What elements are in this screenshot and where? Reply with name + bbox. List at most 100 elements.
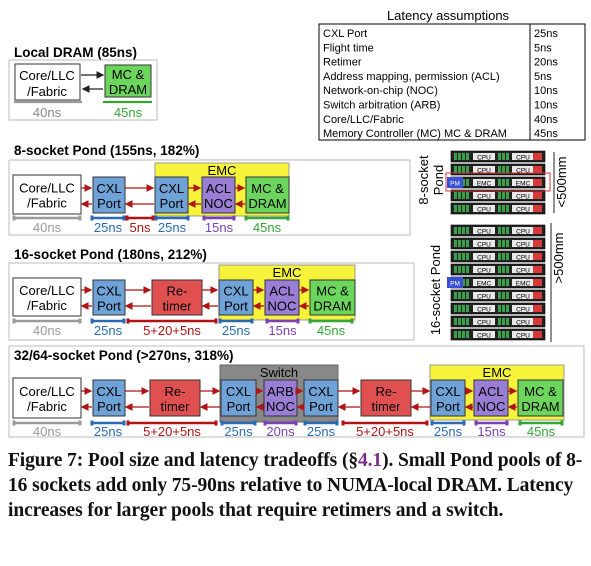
latency-label: 45ns — [317, 323, 346, 338]
sixteen-socket-board: 16-socket Pond CPU CPU CPU CPU CPU CPU CPU CPU E… — [428, 223, 566, 342]
board-cpu-label: CPU — [516, 294, 530, 301]
latency-label: 45ns — [527, 424, 556, 439]
board-cpu-label: CPU — [477, 333, 491, 340]
latency-row-name: Switch arbitration (ARB) — [323, 100, 440, 112]
board-emc-label: EMC — [516, 281, 531, 288]
caption-label: Figure 7: — [8, 450, 84, 471]
latency-row-value: 5ns — [534, 71, 552, 83]
s32-switch-cxl-out — [303, 379, 339, 417]
s16-acl-noc-label-1: ACL — [269, 284, 294, 299]
latency-row-value: 45ns — [534, 128, 558, 140]
s32-switch-cxl-out-label-2: Port — [309, 399, 333, 414]
s16-cxl-port-label-1: CXL — [96, 284, 121, 299]
s32-switch-cxl-in-label-2: Port — [227, 399, 251, 414]
latency-label: 40ns — [33, 323, 62, 338]
latency-row-name: CXL Port — [323, 28, 367, 40]
board-cpu-label: CPU — [477, 320, 491, 327]
s16-emc-label: EMC — [273, 265, 302, 280]
board-pm-label: PM — [450, 181, 460, 188]
board-cpu-label: CPU — [516, 333, 530, 340]
eight-socket-section: 8-socket Pond (155ns, 182%) EMC Core/LLC… — [8, 143, 411, 236]
board-cpu-label: CPU — [516, 268, 530, 275]
latency-row-name: Retimer — [323, 57, 362, 69]
s8-acl-noc — [201, 176, 236, 214]
latency-label: 5ns — [130, 220, 151, 235]
core-label-1: Core/LLC — [19, 68, 75, 83]
s8-core-label-2: /Fabric — [27, 196, 67, 211]
board-pm-tag — [447, 277, 463, 288]
s32-emc-label: EMC — [483, 365, 512, 380]
board-cpu-label: CPU — [477, 307, 491, 314]
s8-title: 8-socket Pond (155ns, 182%) — [14, 143, 199, 158]
board-cpu-label: CPU — [516, 155, 530, 162]
latency-label: 25ns — [307, 424, 336, 439]
s16-emc-cxl-port-label-2: Port — [224, 299, 248, 314]
latency-label: 5+20+5ns — [356, 424, 414, 439]
board-cpu-label: CPU — [516, 207, 530, 214]
board-emc-label: EMC — [516, 181, 531, 188]
latency-label: 15ns — [205, 220, 234, 235]
s32-retimer-2-label-2: timer — [372, 399, 402, 414]
board-cpu-label: CPU — [516, 320, 530, 327]
s16-emc-cxl-port-label-1: CXL — [223, 284, 248, 299]
s16-emc-cxl-port — [218, 279, 254, 316]
s32-acl-noc-label-2: NOC — [477, 399, 506, 414]
s32-retimer-2 — [360, 379, 412, 417]
s32-emc-cxl-port-label-1: CXL — [435, 384, 460, 399]
s8-core-label-1: Core/LLC — [19, 181, 75, 196]
s16-dim-label: >500mm — [551, 233, 566, 284]
s16-cxl-port-label-2: Port — [97, 299, 121, 314]
latency-row-name: Address mapping, permission (ACL) — [323, 71, 500, 83]
s16-retimer-label-2: timer — [163, 299, 193, 314]
board-cpu-label: CPU — [477, 194, 491, 201]
s8-side-label-2: Pond — [431, 165, 446, 195]
latency-row-name: Flight time — [323, 42, 374, 54]
latency-row-name: Core/LLC/Fabric — [323, 114, 404, 126]
s32-arb-noc — [263, 379, 298, 417]
board-cpu-label: CPU — [477, 155, 491, 162]
latency-row-value: 5ns — [534, 42, 552, 54]
latency-row-value: 25ns — [534, 28, 558, 40]
latency-row-value: 20ns — [534, 57, 558, 69]
latency-label: 40ns — [33, 424, 62, 439]
caption-section-link[interactable]: 4.1 — [358, 450, 383, 471]
s16-mc-dram-label-1: MC & — [316, 284, 349, 299]
latency-label: 45ns — [253, 220, 282, 235]
s16-acl-noc-label-2: NOC — [268, 299, 297, 314]
s16-core-label-1: Core/LLC — [19, 283, 75, 298]
s32-switch-cxl-in-label-1: CXL — [226, 384, 251, 399]
board-pm-label: PM — [450, 281, 460, 288]
s32-retimer-1 — [149, 379, 201, 417]
s16-mc-dram-label-2: DRAM — [313, 299, 351, 314]
s32-acl-noc-label-1: ACL — [478, 384, 503, 399]
board-cpu-label: CPU — [477, 168, 491, 175]
s8-mc-dram-label-2: DRAM — [248, 196, 286, 211]
s16-core-label-2: /Fabric — [27, 298, 67, 313]
local-dram-section: Local DRAM (85ns) Core/LLC /Fabric MC & … — [8, 45, 158, 121]
s8-emc-label: EMC — [208, 163, 237, 178]
board-cpu-label: CPU — [477, 242, 491, 249]
core-label-2: /Fabric — [27, 84, 67, 99]
s32-arb-noc-label-2: NOC — [266, 399, 295, 414]
s8-dim-label: <500mm — [554, 157, 569, 208]
mc-dram-block — [104, 64, 152, 98]
board-cpu-label: CPU — [516, 255, 530, 262]
latency-row-name: Network-on-chip (NOC) — [323, 85, 438, 97]
latency-label: 25ns — [158, 220, 187, 235]
s32-title: 32/64-socket Pond (>270ns, 318%) — [14, 348, 233, 363]
s8-emc-cxl-port-label-1: CXL — [159, 181, 184, 196]
s32-cxl-port-label-1: CXL — [96, 384, 121, 399]
s32-cxl-port-label-2: Port — [97, 399, 121, 414]
latency-label: 15ns — [268, 323, 297, 338]
latency-label: 20ns — [266, 424, 295, 439]
mc-label-1: MC & — [112, 67, 145, 82]
s16-mc-dram — [309, 279, 356, 316]
s32-core-label-1: Core/LLC — [19, 384, 75, 399]
board-pm-tag — [447, 177, 463, 188]
s16-retimer-label-1: Re- — [167, 284, 188, 299]
caption-text-after: ). Small Pond pools of 8-16 sockets add … — [8, 450, 583, 521]
s16-side-label: 16-socket Pond — [428, 245, 443, 335]
